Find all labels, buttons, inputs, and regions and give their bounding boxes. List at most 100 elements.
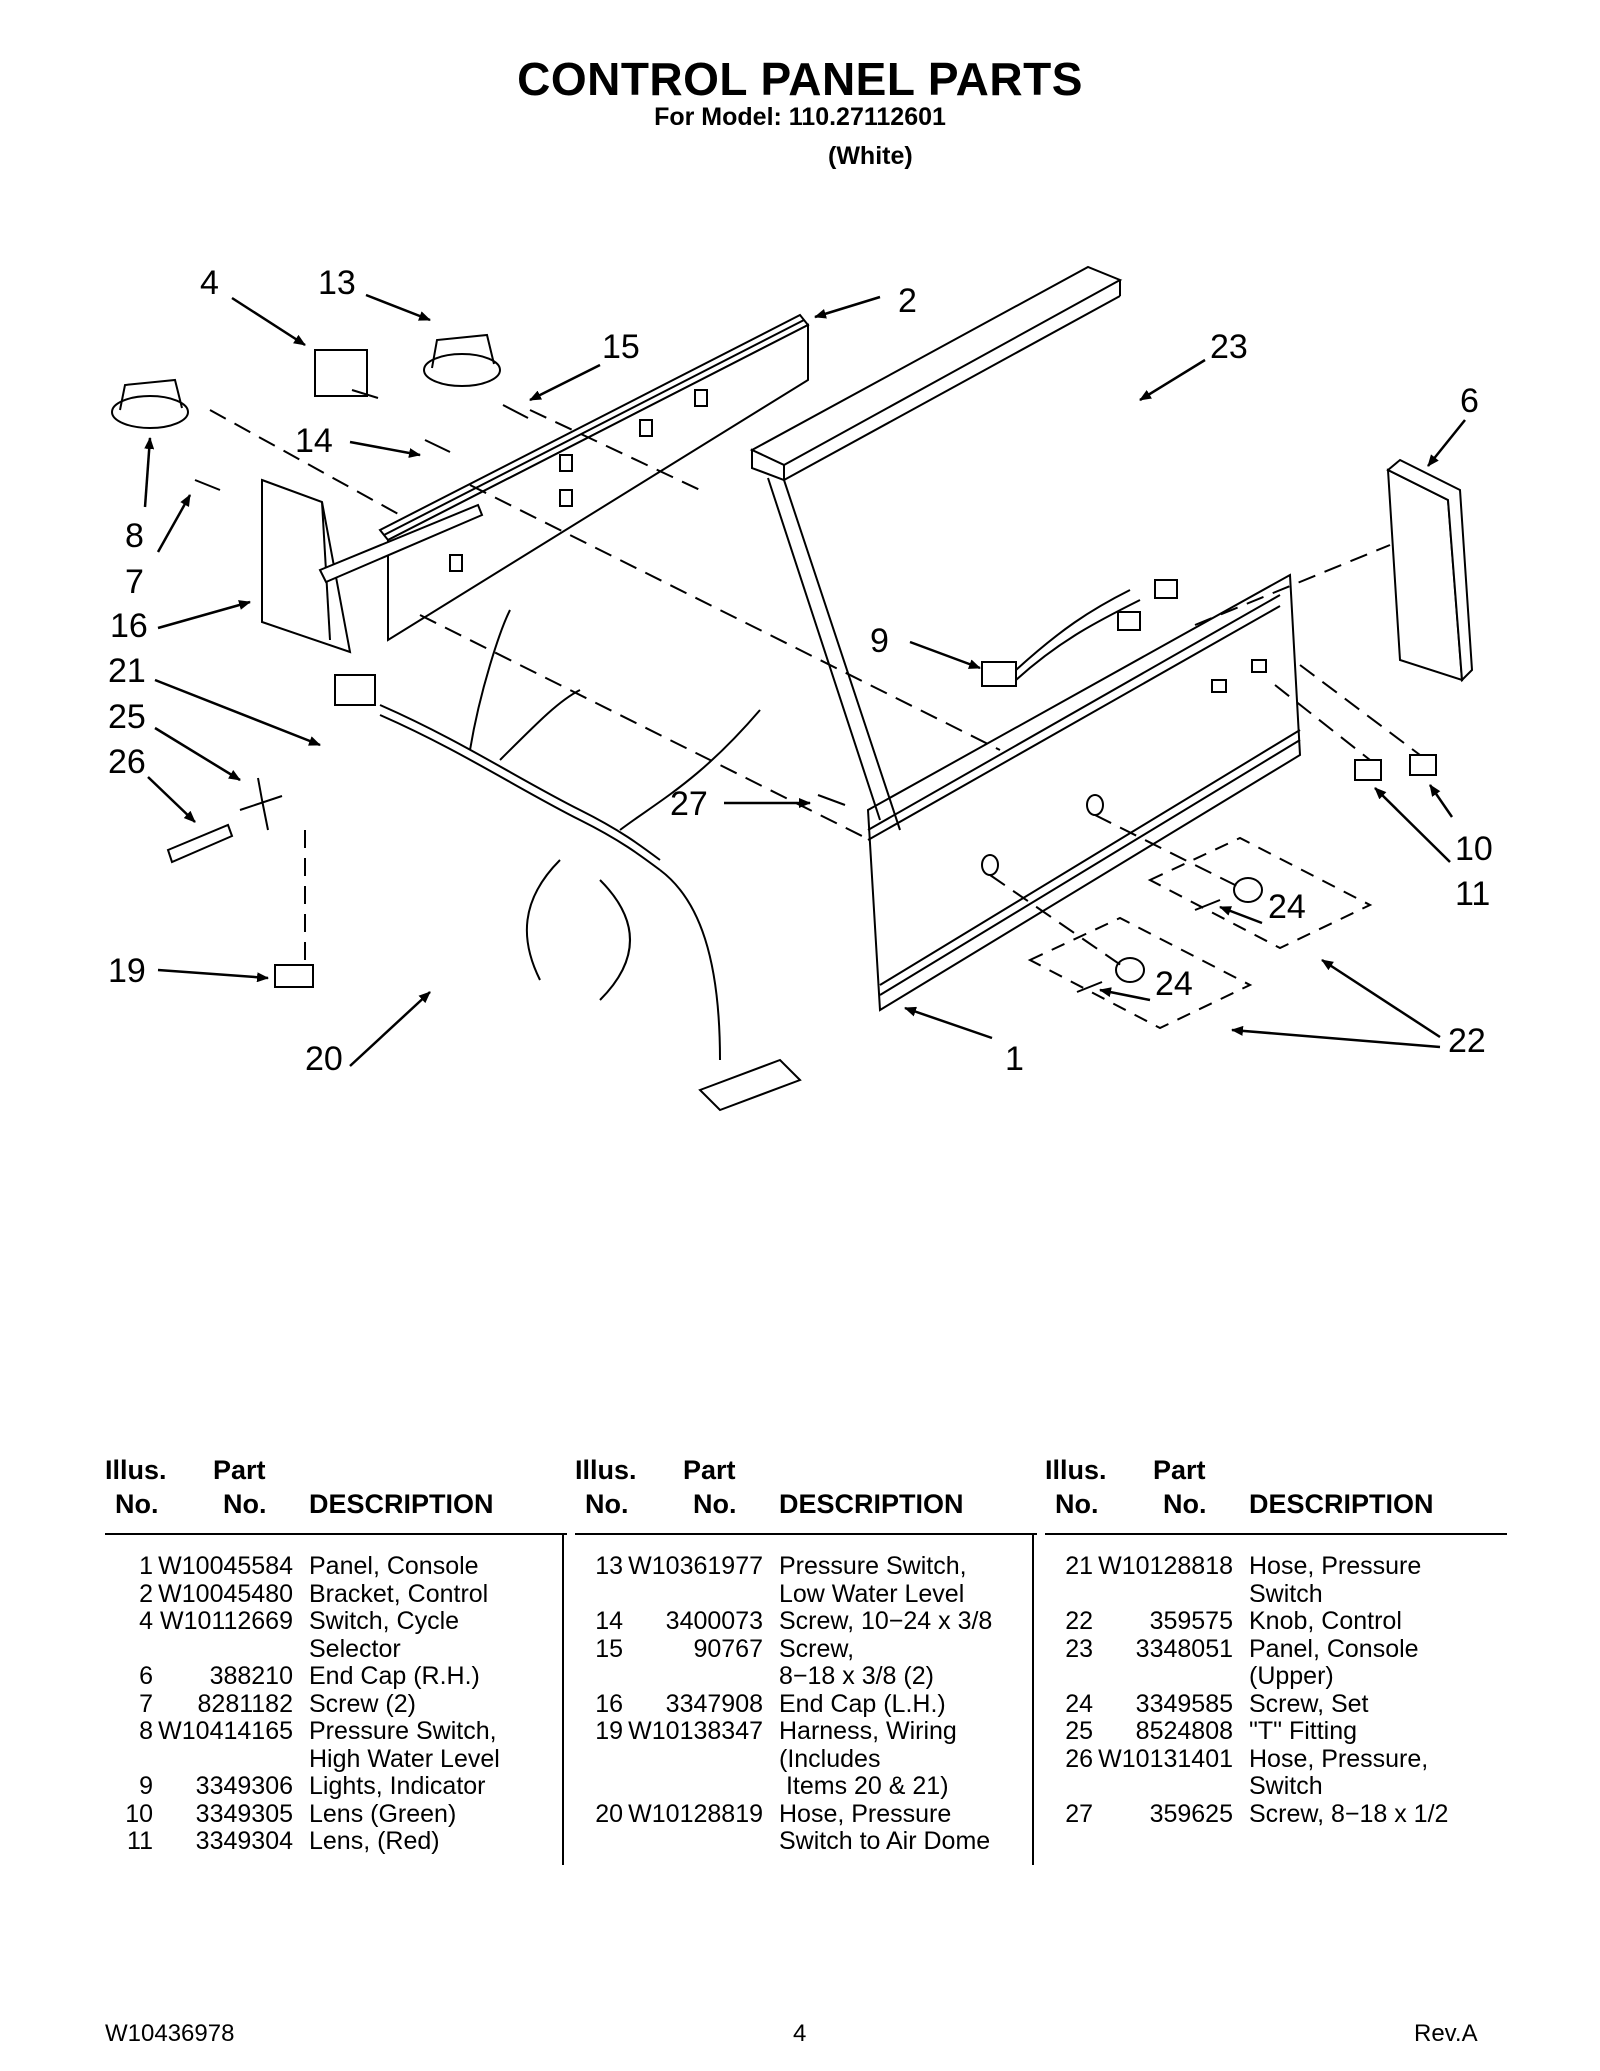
description-line: Pressure Switch, xyxy=(309,1717,497,1745)
part-no-header: No. xyxy=(693,1489,737,1519)
table-header: Illus. No. Part No. DESCRIPTION xyxy=(575,1455,1037,1535)
description-line: Lens, (Red) xyxy=(309,1827,440,1855)
knobs-drawing xyxy=(1027,836,1373,1030)
part-no-header: No. xyxy=(1163,1489,1207,1519)
column-divider xyxy=(562,1535,564,1865)
description-line: End Cap (L.H.) xyxy=(779,1689,946,1718)
upper-console-panel-drawing xyxy=(749,265,1123,482)
description-line: Pressure Switch, xyxy=(779,1552,967,1580)
part-no: W10361977 xyxy=(628,1552,763,1580)
lens-green-drawing xyxy=(1409,754,1437,776)
illus-no: 8 xyxy=(139,1717,153,1745)
description-line: Panel, Console xyxy=(1249,1634,1419,1663)
callout-10: 10 xyxy=(1455,830,1493,868)
end-cap-lh-drawing xyxy=(261,478,352,654)
callout-1: 1 xyxy=(1005,1040,1024,1078)
part-description: Knob, Control xyxy=(1249,1607,1507,1636)
description-line: Panel, Console xyxy=(309,1552,479,1580)
description-header: DESCRIPTION xyxy=(309,1489,494,1519)
description-line: (Includes xyxy=(779,1744,881,1773)
illus-no: 15 xyxy=(595,1634,623,1663)
part-no: 388210 xyxy=(209,1662,293,1690)
part-no: 8524808 xyxy=(1135,1717,1233,1745)
description-line: "T" Fitting xyxy=(1249,1717,1358,1745)
set-screw-lower-drawing xyxy=(1076,981,1103,993)
part-description: Harness, Wiring(Includes Items 20 & 21) xyxy=(779,1717,1037,1801)
description-line: (Upper) xyxy=(1249,1662,1334,1690)
part-description: Panel, Console(Upper) xyxy=(1249,1634,1507,1691)
callout-22: 22 xyxy=(1448,1022,1486,1060)
callout-20: 20 xyxy=(305,1040,343,1078)
part-header: Part xyxy=(683,1455,736,1485)
illus-no: 11 xyxy=(127,1827,153,1855)
callout-24-lower: 24 xyxy=(1155,965,1193,1003)
pressure-switch-8-drawing xyxy=(111,378,189,429)
description-line: Lens (Green) xyxy=(309,1799,457,1828)
knob-lower-drawing xyxy=(1115,957,1145,983)
callout-24-upper: 24 xyxy=(1268,888,1306,926)
callout-4: 4 xyxy=(200,264,219,302)
description-line: Screw (2) xyxy=(309,1689,416,1718)
illus-no: 16 xyxy=(595,1689,623,1718)
part-description: Lights, Indicator xyxy=(309,1772,567,1801)
illus-header: Illus. xyxy=(105,1455,167,1485)
part-header: Part xyxy=(213,1455,266,1485)
description-line: Switch to Air Dome xyxy=(779,1827,991,1855)
illus-no: 24 xyxy=(1065,1689,1093,1718)
console-panel-drawing xyxy=(866,573,1302,1012)
description-line: Low Water Level xyxy=(779,1579,965,1608)
indicator-lights-drawing xyxy=(981,579,1178,687)
part-description: Screw,8−18 x 3/8 (2) xyxy=(779,1634,1037,1691)
description-line: Lights, Indicator xyxy=(309,1772,486,1800)
description-line: High Water Level xyxy=(309,1744,500,1773)
part-description: Lens, (Red) xyxy=(309,1827,567,1856)
table-header: Illus. No. Part No. DESCRIPTION xyxy=(105,1455,567,1535)
part-no: W10128818 xyxy=(1098,1552,1233,1580)
illus-no: 4 xyxy=(139,1607,153,1635)
illus-header: Illus. xyxy=(575,1455,637,1485)
part-no: 359575 xyxy=(1149,1607,1233,1635)
exploded-parts-diagram: 4 13 2 15 23 6 14 8 7 16 21 25 26 9 27 1… xyxy=(108,264,1493,1112)
description-line: Screw, 10−24 x 3/8 xyxy=(779,1607,993,1635)
illus-no: 23 xyxy=(1065,1634,1093,1663)
part-header: Part xyxy=(1153,1455,1206,1485)
part-no: W10045584 xyxy=(158,1552,293,1580)
callout-21: 21 xyxy=(108,652,146,690)
table-header: Illus. No. Part No. DESCRIPTION xyxy=(1045,1455,1507,1535)
part-no: 8281182 xyxy=(197,1689,293,1718)
page-title: CONTROL PANEL PARTS xyxy=(517,53,1083,105)
callout-16: 16 xyxy=(110,607,148,645)
callout-11: 11 xyxy=(1455,875,1490,913)
illus-no: 22 xyxy=(1065,1607,1093,1635)
end-cap-rh-drawing xyxy=(1386,458,1474,683)
pressure-switch-13-drawing xyxy=(423,333,501,387)
part-description: Bracket, Control xyxy=(309,1579,567,1609)
description-line: Screw, xyxy=(779,1634,855,1663)
illus-no-header: No. xyxy=(585,1489,629,1519)
illus-no: 2 xyxy=(139,1579,153,1608)
part-description: Lens (Green) xyxy=(309,1799,567,1829)
callout-7: 7 xyxy=(125,563,144,601)
part-description: End Cap (L.H.) xyxy=(779,1689,1037,1719)
description-line: Bracket, Control xyxy=(309,1579,489,1608)
description-line: Switch xyxy=(1249,1772,1323,1800)
part-description: "T" Fitting xyxy=(1249,1717,1507,1746)
description-header: DESCRIPTION xyxy=(1249,1489,1434,1519)
part-no: W10112669 xyxy=(160,1607,293,1635)
